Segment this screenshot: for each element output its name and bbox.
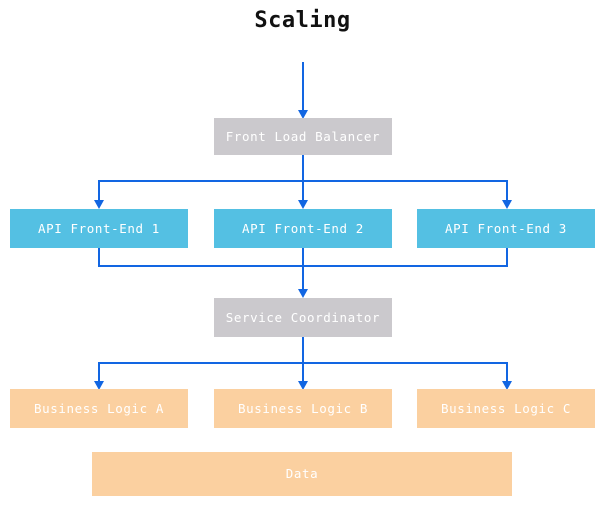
- node-api-front-end-2[interactable]: API Front-End 2: [214, 209, 392, 248]
- edge-service-coordinator-stem: [302, 337, 304, 364]
- diagram-title: Scaling: [254, 8, 351, 33]
- node-business-logic-b[interactable]: Business Logic B: [214, 389, 392, 428]
- node-business-logic-c[interactable]: Business Logic C: [417, 389, 595, 428]
- edge-front-load-balancer-to-api-2: [302, 180, 304, 205]
- edge-api-1-to-collector: [98, 248, 100, 267]
- arrowhead-api-tier-to-service-coordinator: [298, 289, 308, 298]
- arrowhead-ingress-to-front-load-balancer: [298, 110, 308, 119]
- arrowhead-front-load-balancer-to-api-1: [94, 200, 104, 209]
- edge-api-2-to-service-coordinator: [302, 248, 304, 292]
- edge-service-coordinator-to-business-logic-a: [98, 362, 100, 386]
- node-service-coordinator[interactable]: Service Coordinator: [214, 298, 392, 337]
- edge-api-3-to-collector: [506, 248, 508, 267]
- node-data[interactable]: Data: [92, 452, 512, 496]
- node-business-logic-a[interactable]: Business Logic A: [10, 389, 188, 428]
- node-front-load-balancer[interactable]: Front Load Balancer: [214, 118, 392, 155]
- edge-front-load-balancer-to-api-1: [98, 180, 100, 205]
- arrowhead-front-load-balancer-to-api-3: [502, 200, 512, 209]
- node-api-front-end-3[interactable]: API Front-End 3: [417, 209, 595, 248]
- arrowhead-service-coordinator-to-business-logic-b: [298, 381, 308, 390]
- arrowhead-service-coordinator-to-business-logic-c: [502, 381, 512, 390]
- node-api-front-end-1[interactable]: API Front-End 1: [10, 209, 188, 248]
- edge-front-load-balancer-stem: [302, 155, 304, 182]
- arrowhead-service-coordinator-to-business-logic-a: [94, 381, 104, 390]
- edge-front-load-balancer-to-api-3: [506, 180, 508, 205]
- edge-ingress-to-front-load-balancer: [302, 62, 304, 112]
- edge-service-coordinator-to-business-logic-c: [506, 362, 508, 386]
- arrowhead-front-load-balancer-to-api-2: [298, 200, 308, 209]
- edge-service-coordinator-to-business-logic-b: [302, 362, 304, 386]
